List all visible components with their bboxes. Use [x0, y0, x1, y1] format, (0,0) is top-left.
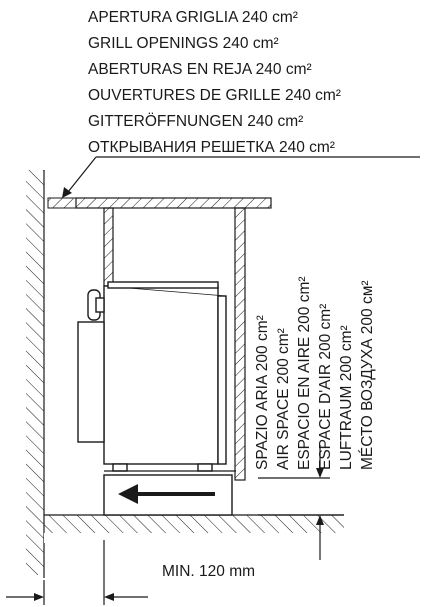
grill-leader	[62, 156, 420, 198]
air-label-fr: ESPACE D'AIR 200 cm²	[317, 304, 334, 470]
grill-label-de: GITTERÖFFNUNGEN 240 cm²	[88, 112, 303, 130]
air-labels: SPAZIO ARIA 200 cm² AIR SPACE 200 cm² ES…	[254, 276, 376, 470]
grill-label-fr: OUVERTURES DE GRILLE 240 cm²	[88, 87, 341, 104]
appliance	[103, 281, 236, 472]
floor	[44, 514, 344, 543]
air-label-ru: MÉСТО ВОЗДУХА 200 см²	[359, 280, 376, 470]
base-plinth	[103, 474, 233, 516]
worktop	[75, 197, 272, 209]
cabinet-right-panel	[234, 207, 246, 481]
air-label-it: SPAZIO ARIA 200 cm²	[254, 315, 271, 470]
air-label-de: LUFTRAUM 200 cm²	[338, 325, 355, 470]
grill-label-it: APERTURA GRIGLIA 240 cm²	[88, 9, 298, 26]
left-wall	[16, 170, 45, 578]
grill-label-en: GRILL OPENINGS 240 cm²	[88, 35, 279, 52]
air-space-dimension	[258, 445, 344, 560]
grill-labels: APERTURA GRIGLIA 240 cm² GRILL OPENINGS …	[88, 9, 341, 156]
grill-label-ru: ОТКРЫВАНИЯ РЕШЕТКА 240 cm²	[88, 139, 335, 156]
airflow-arrow-icon	[118, 484, 138, 504]
cabinet-left-panel	[103, 207, 114, 287]
grill-label-es: ABERTURAS EN REJA 240 cm²	[88, 61, 312, 78]
min-distance-dimension: MIN. 120 mm	[6, 540, 255, 605]
air-label-en: AIR SPACE 200 cm²	[275, 328, 292, 470]
hanging-canister	[77, 289, 105, 443]
air-label-es: ESPACIO EN AIRE 200 cm²	[296, 276, 313, 470]
grill	[47, 197, 77, 209]
min-distance-label: MIN. 120 mm	[162, 563, 255, 580]
